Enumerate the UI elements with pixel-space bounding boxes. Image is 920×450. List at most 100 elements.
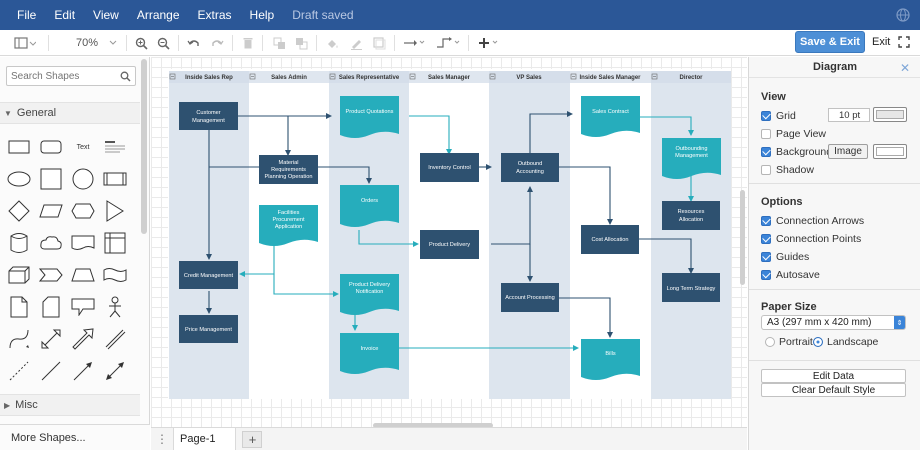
node-sales-contract[interactable]: Sales Contract xyxy=(581,96,640,137)
edit-data-button[interactable]: Edit Data xyxy=(761,369,906,383)
connection-arrows-option[interactable]: Connection Arrows xyxy=(761,214,864,228)
line-shape[interactable] xyxy=(37,358,65,384)
node-customer-management[interactable]: Customer Management xyxy=(179,102,238,130)
node-orders[interactable]: Orders xyxy=(340,185,399,227)
autosave-checkbox[interactable] xyxy=(761,270,771,280)
portrait-radio[interactable] xyxy=(765,337,775,347)
canvas-vertical-scrollbar[interactable] xyxy=(740,190,745,285)
node-material-requirements[interactable]: Material Requirements Planning Operation xyxy=(259,155,318,184)
swimlane-diagram[interactable]: Inside Sales Rep Sales Admin Sales Repre… xyxy=(151,57,747,427)
line-color-icon[interactable] xyxy=(349,35,363,51)
grid-color-picker[interactable] xyxy=(873,107,907,122)
background-image-button[interactable]: Image xyxy=(828,144,868,159)
bidirectional-connector-shape[interactable] xyxy=(101,358,129,384)
landscape-option[interactable]: Landscape xyxy=(813,335,878,349)
insert-icon[interactable] xyxy=(478,35,500,51)
node-bills[interactable]: Bills xyxy=(581,339,640,380)
node-price-management[interactable]: Price Management xyxy=(179,315,238,343)
text-shape[interactable]: Text xyxy=(76,143,90,151)
node-credit-management[interactable]: Credit Management xyxy=(179,261,238,289)
node-product-delivery[interactable]: Product Delivery xyxy=(420,230,479,259)
delete-icon[interactable] xyxy=(242,35,254,51)
sidebar-scrollbar[interactable] xyxy=(141,59,147,234)
add-page-button[interactable]: + xyxy=(242,430,263,448)
directional-connector-shape[interactable] xyxy=(69,358,97,384)
zoom-out-icon[interactable] xyxy=(156,35,170,51)
triangle-shape[interactable] xyxy=(101,198,129,224)
grid-checkbox[interactable] xyxy=(761,111,771,121)
exit-button[interactable]: Exit xyxy=(872,36,891,48)
node-outbounding-management[interactable]: Outbounding Management xyxy=(662,138,721,179)
arrow-shape[interactable] xyxy=(69,326,97,352)
node-outbound-accounting[interactable]: Outbound Accounting xyxy=(501,153,559,182)
zoom-dropdown-icon[interactable] xyxy=(108,35,118,51)
card-shape[interactable] xyxy=(37,294,65,320)
globe-icon[interactable] xyxy=(896,8,910,22)
node-cost-allocation[interactable]: Cost Allocation xyxy=(581,225,639,254)
shadow-icon[interactable] xyxy=(372,35,386,51)
cylinder-shape[interactable] xyxy=(5,230,33,256)
canvas-horizontal-scrollbar[interactable] xyxy=(373,423,493,428)
search-icon[interactable] xyxy=(120,71,131,82)
grid-size-field[interactable]: 10 pt xyxy=(828,108,870,122)
document-shape[interactable] xyxy=(69,230,97,256)
diagram-canvas[interactable]: Inside Sales Rep Sales Admin Sales Repre… xyxy=(151,57,747,427)
connection-arrows-checkbox[interactable] xyxy=(761,216,771,226)
circle-shape[interactable] xyxy=(69,166,97,192)
zoom-in-icon[interactable] xyxy=(134,35,148,51)
menu-view[interactable]: View xyxy=(93,8,119,22)
nodes[interactable]: Customer Management Material Requirement… xyxy=(179,96,721,380)
more-shapes-button[interactable]: More Shapes... xyxy=(0,424,150,450)
cube-shape[interactable] xyxy=(5,262,33,288)
node-long-term-strategy[interactable]: Long Term Strategy xyxy=(662,273,720,302)
menu-help[interactable]: Help xyxy=(249,8,275,22)
callout-shape[interactable] xyxy=(69,294,97,320)
to-back-icon[interactable] xyxy=(294,35,308,51)
parallelogram-shape[interactable] xyxy=(37,198,65,224)
clear-default-style-button[interactable]: Clear Default Style xyxy=(761,383,906,397)
save-and-exit-button[interactable]: Save & Exit xyxy=(795,31,865,53)
bidirectional-arrow-shape[interactable] xyxy=(37,326,65,352)
actor-shape[interactable] xyxy=(101,294,129,320)
waypoints-icon[interactable] xyxy=(436,35,460,51)
diamond-shape[interactable] xyxy=(5,198,33,224)
page-view-option[interactable]: Page View xyxy=(761,127,826,141)
shadow-checkbox[interactable] xyxy=(761,165,771,175)
background-color-picker[interactable] xyxy=(873,144,907,159)
layout-icon[interactable] xyxy=(14,35,36,51)
search-input[interactable] xyxy=(7,67,117,85)
page-menu-icon[interactable]: ⋮ xyxy=(156,432,168,446)
hexagon-shape[interactable] xyxy=(69,198,97,224)
note-shape[interactable] xyxy=(5,294,33,320)
landscape-radio[interactable] xyxy=(813,337,823,347)
internal-storage-shape[interactable] xyxy=(101,230,129,256)
menu-edit[interactable]: Edit xyxy=(54,8,76,22)
curve-shape[interactable] xyxy=(5,326,33,352)
close-icon[interactable]: ✕ xyxy=(899,61,910,75)
background-option[interactable]: Background xyxy=(761,145,832,159)
link-shape[interactable] xyxy=(101,326,129,352)
redo-icon[interactable] xyxy=(210,35,224,51)
undo-icon[interactable] xyxy=(186,35,200,51)
node-inventory-control[interactable]: Inventory Control xyxy=(420,153,479,182)
dashed-line-shape[interactable] xyxy=(5,358,33,384)
step-shape[interactable] xyxy=(37,262,65,288)
node-invoice[interactable]: Invoice xyxy=(340,333,399,374)
fullscreen-icon[interactable] xyxy=(898,36,910,48)
rectangle-shape[interactable] xyxy=(5,134,33,160)
menu-extras[interactable]: Extras xyxy=(197,8,232,22)
cloud-shape[interactable] xyxy=(37,230,65,256)
node-account-processing[interactable]: Account Processing xyxy=(501,283,559,312)
to-front-icon[interactable] xyxy=(272,35,286,51)
paper-size-select[interactable]: A3 (297 mm x 420 mm) ⇕ xyxy=(761,315,906,330)
grid-option[interactable]: Grid xyxy=(761,109,796,123)
guides-option[interactable]: Guides xyxy=(761,250,809,264)
shadow-option[interactable]: Shadow xyxy=(761,163,814,177)
trapezoid-shape[interactable] xyxy=(69,262,97,288)
guides-checkbox[interactable] xyxy=(761,252,771,262)
portrait-option[interactable]: Portrait xyxy=(765,335,813,349)
page-view-checkbox[interactable] xyxy=(761,129,771,139)
menu-file[interactable]: File xyxy=(17,8,37,22)
ellipse-shape[interactable] xyxy=(5,166,33,192)
node-facilities-procurement[interactable]: Facilities Procurement Application xyxy=(259,205,318,246)
